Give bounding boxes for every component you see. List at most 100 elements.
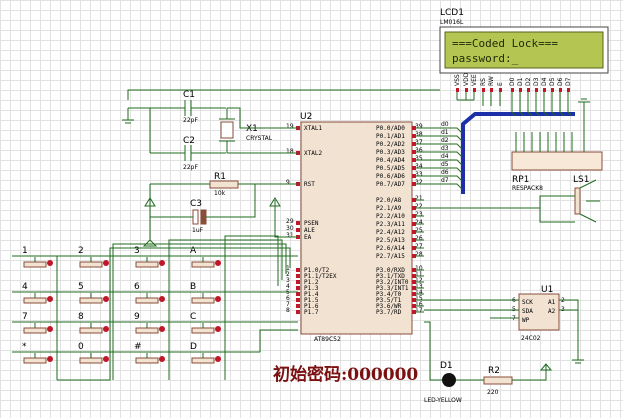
mcu-pin-number: 12 — [415, 277, 423, 284]
bus-label-d0: d0 — [441, 121, 449, 128]
respack-body — [511, 151, 603, 171]
keypad-switch-contact — [159, 260, 165, 266]
keypad-button[interactable]: # — [134, 342, 165, 364]
keypad-switch-contact — [159, 296, 165, 302]
oscillator-circuit[interactable]: C1 22pF C2 22pF X1 CRYSTAL — [122, 89, 440, 171]
keypad-button[interactable]: A — [190, 246, 221, 268]
capacitor-c3-plate-2 — [200, 209, 207, 225]
keypad-button-label: 2 — [78, 246, 84, 256]
mcu-pin-label: P3.4/T0 — [376, 291, 402, 298]
mcu-body — [300, 121, 413, 335]
led-d1[interactable]: D1 LED-YELLOW — [424, 321, 484, 404]
mcu-pin-number: 10 — [415, 265, 423, 272]
mcu-pin-label: P2.7/A15 — [376, 253, 405, 260]
keypad-4x4[interactable]: 1 2 3 A 4 5 6 B 7 8 9 C * 0 # D — [22, 246, 221, 364]
keypad-button[interactable]: C — [190, 312, 221, 334]
lcd-pin-d7: D7 — [565, 77, 572, 86]
mcu-pin-number: 39 — [415, 123, 423, 130]
mcu-pin-label: P3.2/INT0 — [376, 279, 409, 286]
keypad-switch-body — [191, 357, 215, 364]
mcu-pin-label: P3.0/RXD — [376, 267, 405, 274]
eeprom-pin-sck: SCK — [522, 299, 533, 306]
lcd-module[interactable]: LCD1 LM016L ===Coded Lock=== password:_ … — [439, 8, 609, 92]
keypad-button[interactable]: D — [190, 342, 221, 364]
keypad-switch-body — [191, 261, 215, 268]
mcu-pin-marker — [412, 198, 416, 202]
mcu-pin-marker — [412, 126, 416, 130]
keypad-button[interactable]: 6 — [134, 282, 165, 304]
reset-circuit[interactable]: R1 10k C3 1uF — [142, 172, 298, 247]
eeprom-wires — [424, 299, 579, 360]
keypad-button[interactable]: 4 — [22, 282, 53, 304]
lcd-pin-d5: D5 — [549, 77, 556, 86]
mcu-pin-number: 24 — [415, 219, 423, 226]
keypad-button[interactable]: B — [190, 282, 221, 304]
mcu-pin-label: P0.2/AD2 — [376, 141, 405, 148]
mcu-pin-number: 16 — [415, 301, 423, 308]
keypad-switch-contact — [103, 260, 109, 266]
eeprom-model: 24C02 — [521, 335, 541, 342]
keypad-button[interactable]: 3 — [134, 246, 165, 268]
c3-value: 1uF — [192, 227, 204, 234]
mcu-pin-number: 8 — [286, 307, 290, 314]
mcu-pin-marker — [412, 230, 416, 234]
keypad-switch-body — [79, 297, 103, 304]
keypad-switch-body — [79, 261, 103, 268]
mcu-pin-label: P2.4/A12 — [376, 229, 405, 236]
r2-wire — [512, 364, 547, 381]
mcu-pin-label: P0.0/AD0 — [376, 125, 405, 132]
ea-wire — [274, 222, 298, 238]
mcu-pin-marker — [296, 274, 300, 278]
keypad-switch-contact — [215, 356, 221, 362]
mcu-pin-label: RST — [304, 181, 315, 188]
mcu-pin-marker — [412, 310, 416, 314]
keypad-button[interactable]: 0 — [78, 342, 109, 364]
respack-rp1[interactable]: RP1 RESPACK8 — [511, 98, 603, 192]
mcu-u2[interactable]: U2 AT89C52 XTAL119XTAL218RST9PSEN29ALE30… — [286, 112, 424, 343]
keypad-button[interactable]: 2 — [78, 246, 109, 268]
mcu-pin-number: 19 — [286, 123, 294, 130]
lcd-pin-rs: RS — [480, 78, 487, 86]
speaker-body — [574, 187, 581, 215]
keypad-button[interactable]: * — [22, 342, 53, 364]
eeprom-u1[interactable]: U1 SCK SDA WP A1 A2 6 5 7 2 3 24C02 — [424, 285, 584, 364]
mcu-pin-marker — [412, 286, 416, 290]
mcu-pin-label: P3.6/WR — [376, 303, 402, 310]
bus-label-d1: d1 — [441, 129, 449, 136]
lcd-pin-marker — [499, 88, 502, 92]
speaker-ls1[interactable]: LS1 — [424, 175, 600, 223]
keypad-switch-body — [23, 327, 47, 334]
capacitor-c3-plate-1 — [192, 209, 199, 225]
keypad-switch-contact — [103, 326, 109, 332]
keypad-button[interactable]: 5 — [78, 282, 109, 304]
mcu-pin-marker — [412, 214, 416, 218]
mcu-pin-label: P2.3/A11 — [376, 221, 405, 228]
mcu-model: AT89C52 — [314, 336, 341, 343]
mcu-pin-marker — [412, 238, 416, 242]
led-wires — [424, 321, 484, 381]
c1-ref: C1 — [183, 90, 195, 100]
mcu-pin-marker — [412, 298, 416, 302]
mcu-pin-number: 35 — [415, 155, 423, 162]
mcu-pin-number: 37 — [415, 139, 423, 146]
mcu-pin-number: 28 — [415, 251, 423, 258]
keypad-button[interactable]: 9 — [134, 312, 165, 334]
resistor-r1 — [209, 180, 239, 189]
mcu-pin-marker — [412, 280, 416, 284]
keypad-button[interactable]: 7 — [22, 312, 53, 334]
keypad-button[interactable]: 8 — [78, 312, 109, 334]
mcu-pin-marker — [296, 221, 300, 225]
mcu-pin-label: P1.3 — [304, 285, 319, 292]
resistor-r2[interactable]: R2 220 — [483, 363, 553, 396]
keypad-button-label: B — [190, 282, 196, 292]
mcu-pin-marker — [412, 274, 416, 278]
keypad-button[interactable]: 1 — [22, 246, 53, 268]
led-body — [442, 373, 456, 387]
mcu-pin-label: P3.1/TXD — [376, 273, 405, 280]
mcu-pin-marker — [412, 134, 416, 138]
eeprom-pin-a2: A2 — [548, 308, 556, 315]
mcu-pin-number: 27 — [415, 243, 423, 250]
mcu-pin-number: 15 — [415, 295, 423, 302]
lcd-pin-marker — [559, 88, 562, 92]
